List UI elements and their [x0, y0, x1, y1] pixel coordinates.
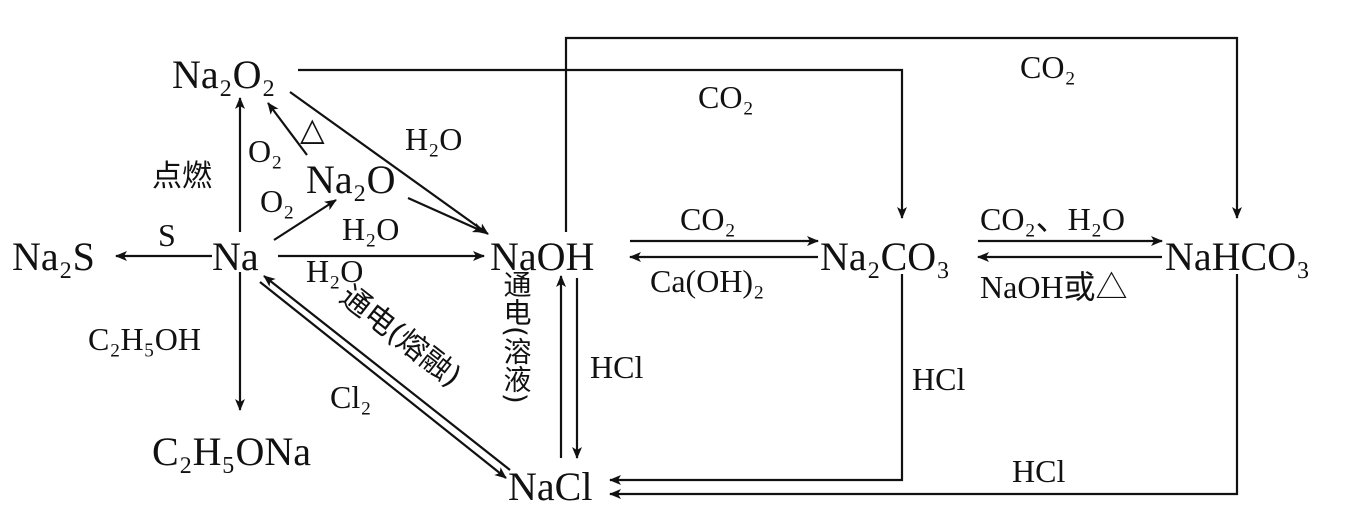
- label-co2-na2o2-na2co3: CO₂: [698, 79, 754, 115]
- label-h2o-na-naoh: H₂O: [306, 253, 363, 289]
- label-o2-na-na2o: O₂: [260, 183, 294, 219]
- node-na2s: Na₂S: [12, 234, 95, 279]
- label-s: S: [158, 217, 176, 253]
- label-c2h5oh: C₂H₅OH: [88, 321, 201, 357]
- arrow-naoh-to-nahco3: [564, 36, 1242, 232]
- label-o2-delta: O₂: [248, 133, 282, 169]
- label-h2o-na2o-naoh: H₂O: [342, 211, 399, 247]
- arrow-na2o-to-na2o2: [267, 102, 308, 156]
- label-h2o-na2o2-naoh: H₂O: [405, 121, 462, 157]
- label-co2-top-right: CO₂: [1020, 49, 1076, 85]
- label-naoh-or-delta: NaOH或△: [980, 269, 1128, 305]
- arrow-na2o2-to-na2co3: [298, 68, 907, 219]
- label-hcl-na2co3: HCl: [912, 361, 965, 397]
- node-na: Na: [212, 234, 259, 279]
- label-cl2: Cl₂: [330, 379, 371, 415]
- arrow-nahco3-to-nacl: [609, 274, 1239, 499]
- node-nacl: NaCl: [508, 464, 592, 509]
- arrow-nacl-to-na: [263, 275, 511, 471]
- label-delta: △: [300, 111, 325, 147]
- label-co2-h2o: CO₂、H₂O: [980, 201, 1125, 237]
- arrow-na2co3-to-nacl: [609, 274, 904, 485]
- arrow-na-to-na2o: [273, 199, 337, 241]
- node-na2o2: Na₂O₂: [172, 52, 275, 97]
- arrow-na2o-to-naoh: [407, 196, 485, 234]
- node-naoh: NaOH: [490, 234, 594, 279]
- arrow-na2o2-to-naoh: [289, 91, 489, 235]
- label-tongdian-rongrong: 通电(熔融): [333, 279, 468, 395]
- node-c2h5ona: C₂H₅ONa: [152, 429, 311, 474]
- arrow-na-to-nacl: [259, 281, 507, 479]
- node-na2o: Na₂O: [306, 157, 395, 202]
- label-dianran: 点燃: [152, 159, 212, 194]
- node-na2co3: Na₂CO₃: [820, 234, 950, 279]
- label-hcl-nahco3: HCl: [1012, 453, 1065, 489]
- label-co2-naoh-na2co3: CO₂: [680, 201, 736, 237]
- label-tongdian-rongye: 通电(溶液): [500, 270, 533, 404]
- label-hcl-naoh: HCl: [590, 349, 643, 385]
- label-caoh2: Ca(OH)₂: [650, 263, 764, 299]
- node-nahco3: NaHCO₃: [1165, 234, 1310, 279]
